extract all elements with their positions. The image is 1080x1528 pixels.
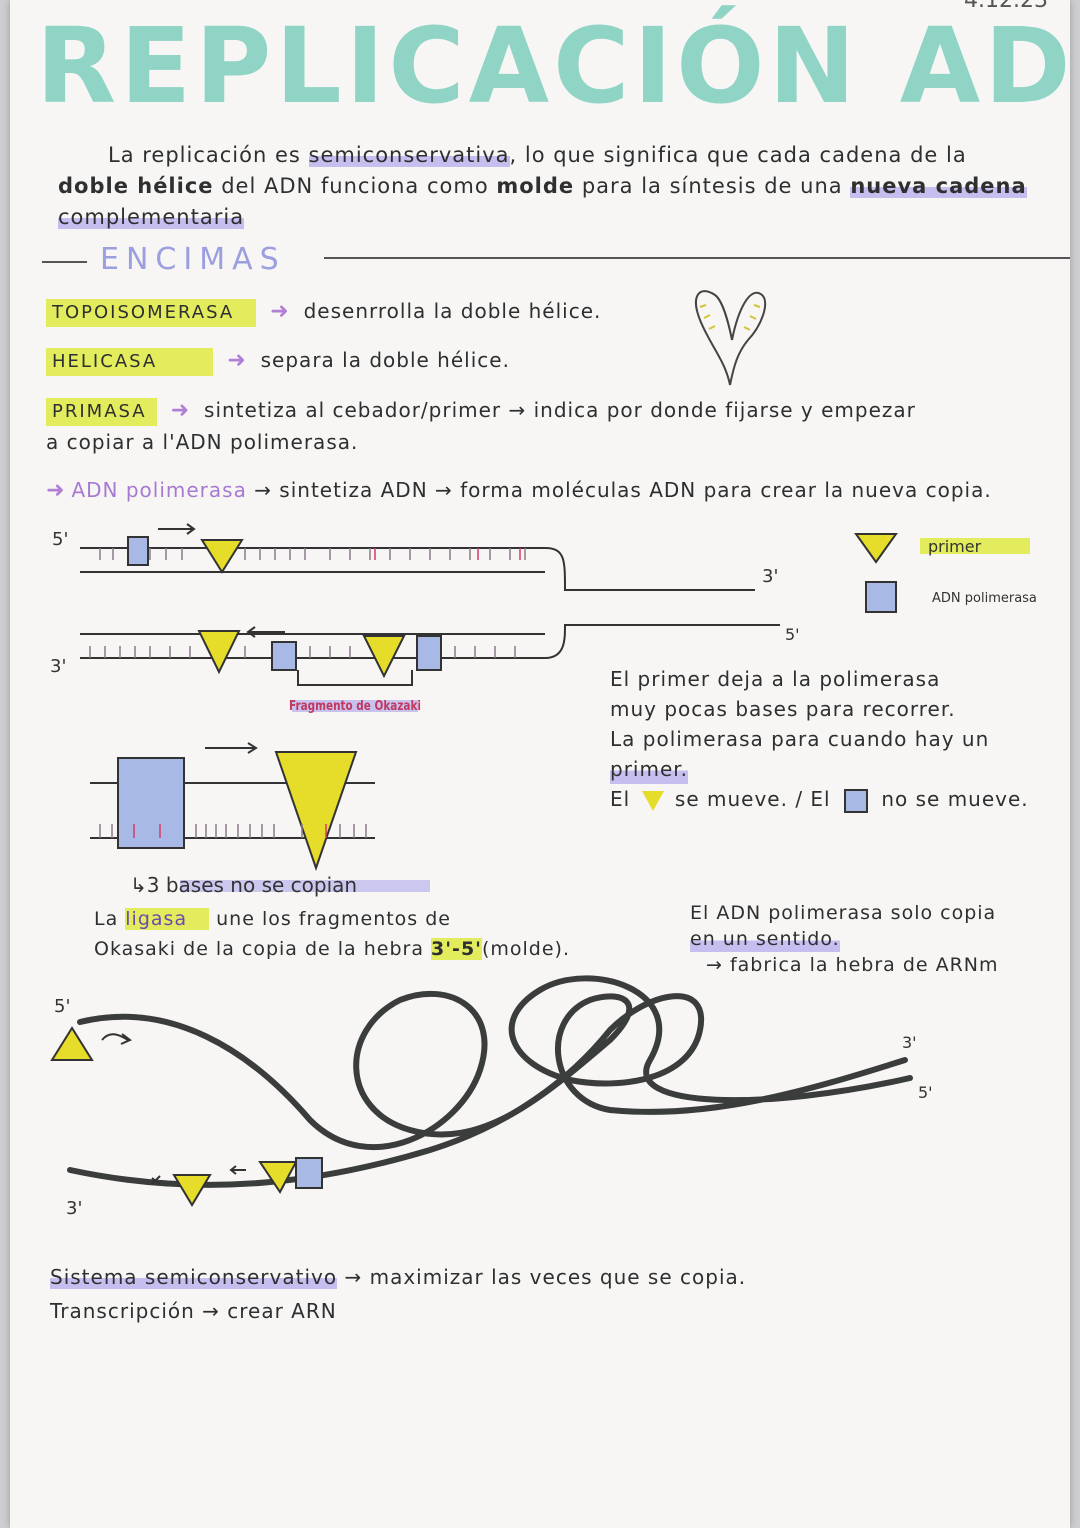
polimerasa-legend-icon bbox=[865, 581, 897, 613]
arrow-icon: ➜ bbox=[46, 478, 66, 503]
note-line: en un sentido. bbox=[690, 926, 840, 952]
note-text: une los fragmentos de bbox=[209, 908, 451, 930]
ligasa-note: La ligasa une los fragmentos de Okasaki … bbox=[94, 904, 614, 964]
enzyme-topoisomerasa: TOPOISOMERASA ➜ desenrrolla la doble hélic… bbox=[46, 297, 601, 327]
section-rule-left bbox=[42, 261, 87, 263]
intro-highlight-molde: molde bbox=[496, 174, 575, 198]
note-text: no se mueve. bbox=[881, 787, 1029, 811]
okazaki-label: Fragmento de Okazaki bbox=[289, 699, 421, 714]
intro-highlight-complementaria: complementaria bbox=[58, 205, 245, 229]
page-title: REPLICACIÓN ADN bbox=[36, 5, 1070, 127]
polymerase-zoom-diagram bbox=[90, 742, 375, 872]
footer-notes: Sistema semiconservativo → maximizar las… bbox=[50, 1260, 1030, 1328]
legend-primer-label: primer bbox=[928, 537, 982, 556]
polimerasa-name: ADN polimerasa bbox=[71, 478, 247, 502]
loop-diagram-markers bbox=[50, 1026, 323, 1207]
note-line: La polimerasa para cuando hay un bbox=[610, 727, 990, 751]
intro-text-2: , lo que significa que cada cadena de la bbox=[509, 143, 967, 167]
primer-icon bbox=[258, 1161, 298, 1194]
polimerasa-icon bbox=[843, 788, 868, 813]
enzyme-helicasa: HELICASA ➜ separa la doble hélice. bbox=[46, 346, 510, 376]
label-5-prime: 5' bbox=[54, 996, 70, 1017]
enzyme-name: PRIMASA bbox=[46, 398, 157, 426]
intro-highlight-semiconservativa: semiconservativa bbox=[308, 143, 510, 167]
polimerasa-icon bbox=[295, 1157, 323, 1189]
intro-paragraph: La replicación es semiconservativa, lo q… bbox=[58, 140, 1028, 233]
note-line-movement: El se mueve. / El no se mueve. bbox=[610, 784, 1050, 814]
label-5-prime-right: 5' bbox=[918, 1083, 933, 1102]
arrow-icon: ➜ bbox=[170, 398, 191, 423]
legend: primer ADN polimerasa bbox=[854, 533, 1037, 613]
section-rule-right bbox=[324, 257, 1070, 259]
enzyme-desc: separa la doble hélice. bbox=[260, 348, 510, 372]
label-5-prime: 5' bbox=[52, 529, 68, 550]
primer-icon bbox=[641, 790, 664, 811]
note-text: (molde). bbox=[481, 938, 571, 960]
primer-legend-icon bbox=[854, 533, 898, 564]
arrow-icon: ➜ bbox=[227, 348, 247, 373]
replication-fork-diagram bbox=[80, 523, 780, 686]
footer-transcripcion: Transcripción → crear ARN bbox=[50, 1299, 337, 1323]
legend-polimerasa-label: ADN polimerasa bbox=[932, 591, 1037, 606]
notebook-page: REPLICACIÓN ADN 4.12.23 La replicación e… bbox=[10, 0, 1070, 1528]
label-3-prime: 3' bbox=[50, 656, 66, 677]
note-text: se mueve. / El bbox=[674, 787, 831, 811]
page-date: 4.12.23 bbox=[964, 0, 1048, 13]
label-3-prime: 3' bbox=[66, 1198, 82, 1219]
three-bases-caption: ↳3 bases no se copian bbox=[130, 873, 357, 897]
primer-icon bbox=[172, 1174, 212, 1207]
enzyme-desc: desenrrolla la doble hélice. bbox=[303, 299, 602, 323]
note-line: → fabrica la hebra de ARNm bbox=[706, 954, 999, 976]
label-3-prime-right: 3' bbox=[762, 566, 778, 587]
arrow-icon: ➜ bbox=[270, 299, 290, 324]
section-label: ENCIMAS bbox=[100, 242, 286, 277]
polimerasa-line: ➜ADN polimerasa → sintetiza ADN → forma … bbox=[46, 476, 992, 505]
section-heading-encimas: ENCIMAS bbox=[42, 242, 1070, 277]
note-line: El ADN polimerasa solo copia bbox=[690, 902, 997, 924]
polimerasa-desc: → sintetiza ADN → forma moléculas ADN pa… bbox=[254, 478, 992, 502]
footer-text: → maximizar las veces que se copia. bbox=[337, 1265, 747, 1289]
intro-highlight-nueva-cadena: nueva cadena bbox=[850, 174, 1027, 198]
enzyme-name: HELICASA bbox=[46, 348, 214, 376]
primer-notes: El primer deja a la polimerasa muy pocas… bbox=[610, 664, 1050, 814]
intro-text-4: para la síntesis de una bbox=[574, 174, 851, 198]
note-text: Okasaki de la copia de la hebra bbox=[94, 938, 432, 960]
label-3-prime-right: 3' bbox=[902, 1033, 917, 1052]
note-line: primer. bbox=[610, 754, 689, 784]
note-line: El primer deja a la polimerasa bbox=[610, 667, 941, 691]
label-5-prime-right: 5' bbox=[785, 625, 800, 644]
enzyme-primasa: PRIMASA ➜ sintetiza al cebador/primer → in… bbox=[46, 396, 916, 426]
note-text: El bbox=[610, 787, 631, 811]
polimerasa-direction-note: El ADN polimerasa solo copia en un senti… bbox=[690, 900, 1070, 978]
ligasa-word: ligasa bbox=[125, 908, 210, 930]
note-line: muy pocas bases para recorrer. bbox=[610, 697, 956, 721]
enzyme-desc: sintetiza al cebador/primer → indica por… bbox=[204, 398, 916, 422]
note-text: La bbox=[94, 908, 126, 930]
enzyme-primasa-cont: a copiar a l'ADN polimerasa. bbox=[46, 430, 359, 454]
helix-sketch-icon bbox=[695, 290, 767, 386]
intro-text-3: del ADN funciona como bbox=[213, 174, 497, 198]
lagging-strand-loop-diagram bbox=[67, 975, 913, 1188]
strand-label: 3'-5' bbox=[431, 938, 482, 960]
footer-highlight: Sistema semiconservativo bbox=[50, 1265, 338, 1289]
enzyme-name: TOPOISOMERASA bbox=[46, 299, 257, 327]
intro-highlight-doble-helice: doble hélice bbox=[58, 174, 214, 198]
intro-text-1: La replicación es bbox=[108, 143, 309, 167]
primer-icon bbox=[50, 1026, 94, 1061]
